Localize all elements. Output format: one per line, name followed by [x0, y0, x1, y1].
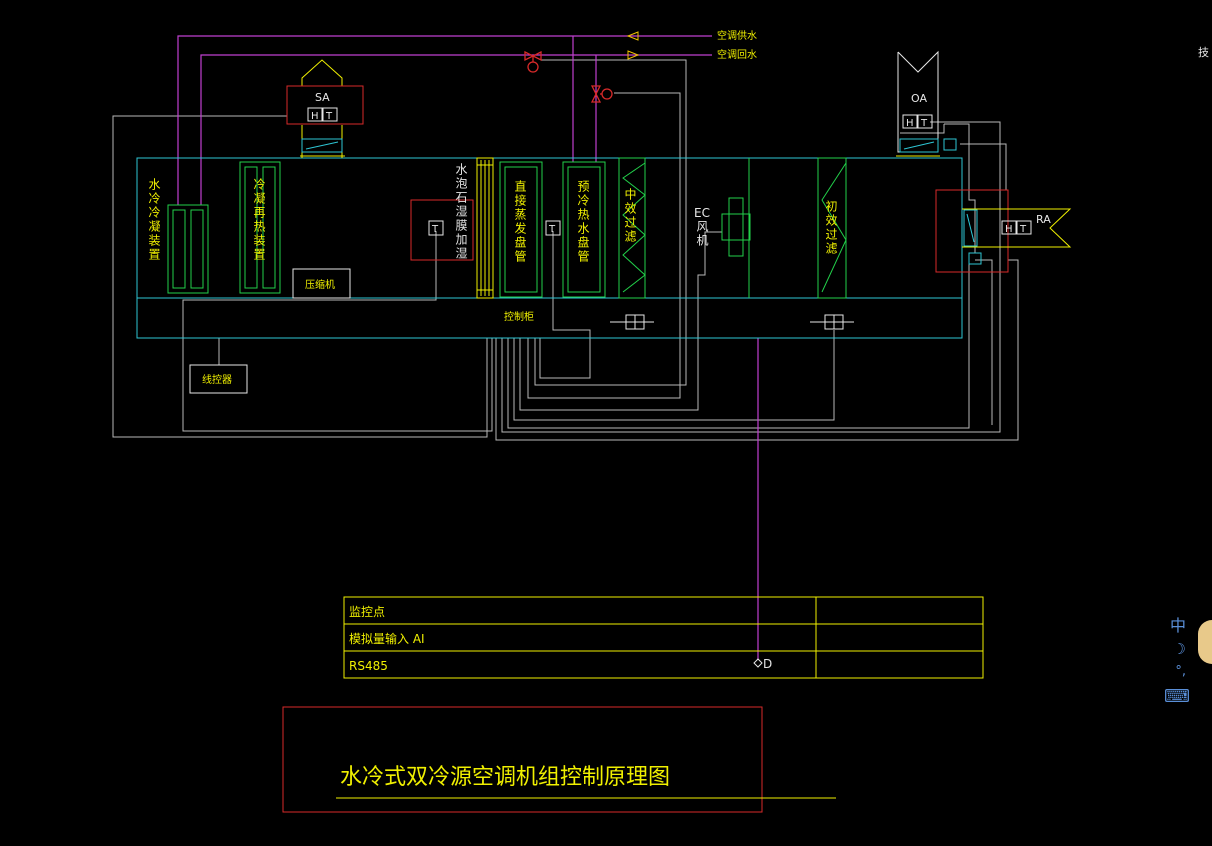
supply-air-label: SA — [315, 91, 330, 104]
pressure-switch-icon[interactable] — [610, 314, 654, 330]
sensor-t-label: T — [1019, 224, 1027, 235]
table-row: RS485 — [349, 659, 388, 673]
ec-fan-label: EC 风机 — [692, 206, 712, 248]
ec-fan[interactable] — [721, 158, 751, 298]
precool-coil — [562, 161, 606, 298]
section-label-condensing-reheat: 冷凝再热装置 — [252, 178, 266, 262]
ime-avatar-icon[interactable] — [1198, 620, 1212, 664]
title-frame — [282, 706, 763, 813]
pressure-switch-icon[interactable] — [810, 314, 854, 330]
ime-moon-icon[interactable]: ☽ — [1172, 640, 1186, 658]
outdoor-air-inlet — [896, 50, 957, 157]
corner-label: 技 — [1198, 46, 1209, 59]
water-condenser-coil — [167, 204, 209, 294]
valve-icon[interactable] — [590, 85, 613, 103]
temperature-sensor[interactable] — [410, 199, 474, 261]
control-cabinet-label: 控制柜 — [504, 310, 534, 323]
valve-icon[interactable] — [524, 50, 542, 73]
return-air-label: RA — [1036, 213, 1051, 226]
compressor-label: 压缩机 — [305, 278, 335, 291]
humidity-temp-sensor[interactable] — [1001, 220, 1032, 235]
return-air-inlet — [935, 189, 1072, 273]
wire-controller-label: 线控器 — [202, 373, 232, 386]
sensor-h-label: H — [311, 111, 319, 122]
monitoring-table — [343, 596, 984, 679]
chilled-water-piping — [177, 35, 759, 660]
pipe-flow-arrows — [626, 31, 640, 60]
temperature-sensor[interactable] — [545, 220, 561, 236]
ime-punct-button[interactable]: °, — [1175, 664, 1186, 679]
ec-fan-label-line1: EC — [694, 206, 710, 220]
section-label-humidifier: 水泡石湿膜加湿 — [454, 163, 468, 261]
keyboard-icon[interactable]: ⌨ — [1164, 686, 1190, 707]
sensor-t-label: T — [548, 224, 556, 235]
humidifier-media — [476, 157, 494, 299]
ime-mode-button[interactable]: 中 — [1169, 616, 1186, 635]
point-marker-label: D — [763, 657, 772, 671]
sensor-t-label: T — [431, 224, 439, 235]
humidity-temp-sensor[interactable] — [902, 114, 933, 129]
outdoor-air-label: OA — [911, 92, 927, 105]
sensor-t-label: T — [325, 111, 333, 122]
dx-coil — [499, 161, 543, 298]
return-water-label: 空调回水 — [717, 48, 757, 61]
sensor-t-label: T — [920, 118, 928, 129]
supply-water-label: 空调供水 — [717, 29, 757, 42]
table-row: 监控点 — [349, 605, 385, 619]
table-row: 模拟量输入 AI — [349, 631, 425, 646]
point-marker-icon — [753, 658, 763, 668]
sensor-h-label: H — [906, 118, 914, 129]
primary-filter — [817, 157, 847, 299]
wire-controller-box[interactable] — [189, 364, 248, 394]
humidity-temp-sensor[interactable] — [307, 107, 338, 122]
page-title: 水冷式双冷源空调机组控制原理图 — [340, 765, 670, 790]
compressor-box — [292, 268, 351, 299]
condensing-reheat-coil — [239, 161, 281, 294]
section-label-dx-coil: 直接蒸发盘管 — [513, 180, 527, 264]
section-label-water-condenser: 水冷冷凝装置 — [147, 178, 161, 262]
control-wiring — [112, 59, 1019, 441]
section-label-medium-filter: 中效过滤 — [623, 188, 637, 244]
supply-air-outlet — [286, 59, 364, 158]
section-label-primary-filter: 初效过滤 — [824, 200, 838, 256]
medium-filter — [618, 157, 646, 299]
ec-fan-label-line2: 风机 — [695, 220, 709, 248]
section-label-precool-coil: 预冷热水盘管 — [576, 180, 590, 264]
sensor-h-label: H — [1005, 224, 1013, 235]
